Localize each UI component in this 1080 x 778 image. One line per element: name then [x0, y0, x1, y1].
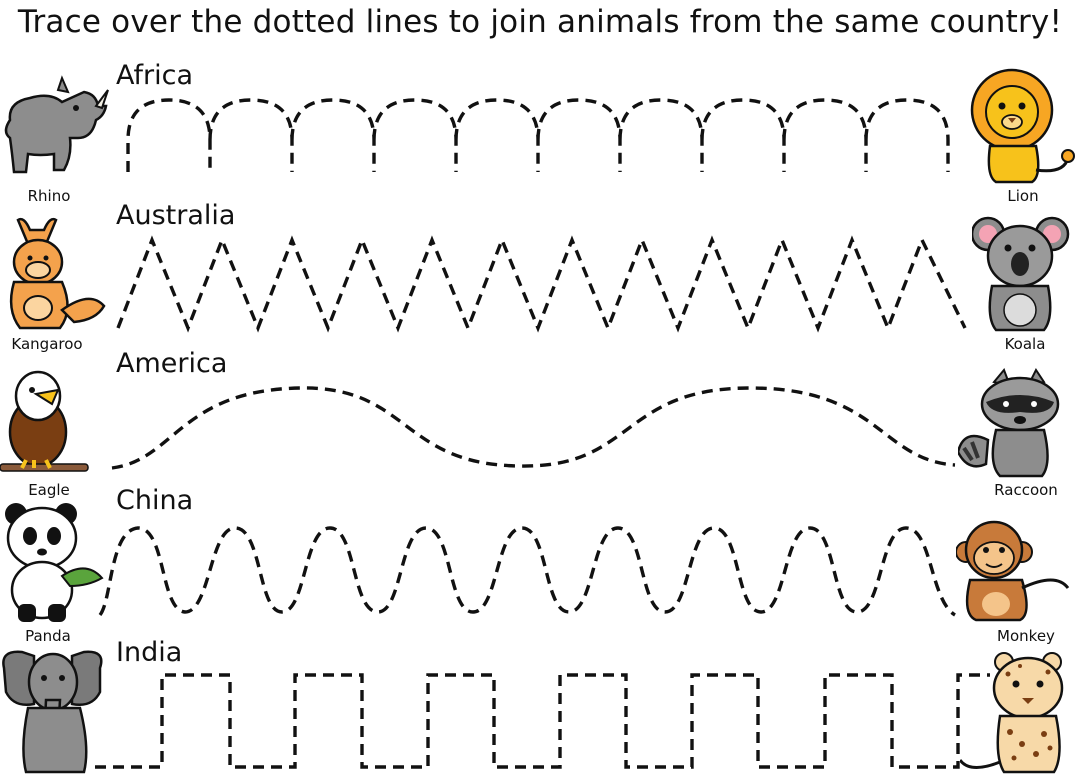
monkey-image — [956, 520, 1070, 622]
animal-label-rhino: Rhino — [27, 187, 71, 205]
elephant-image — [2, 650, 103, 774]
animal-label-panda: Panda — [25, 627, 71, 645]
animal-label-monkey: Monkey — [997, 627, 1055, 645]
trace-path-china[interactable] — [98, 526, 957, 617]
kangaroo-image — [9, 217, 106, 330]
trace-path-africa[interactable] — [126, 98, 950, 172]
animal-label-eagle: Eagle — [28, 481, 70, 499]
rhino-image — [4, 75, 109, 174]
animal-label-kangaroo: Kangaroo — [11, 335, 83, 353]
eagle-image — [0, 370, 89, 472]
koala-image — [972, 216, 1070, 332]
worksheet-title: Trace over the dotted lines to join anim… — [17, 4, 1063, 40]
trace-path-india[interactable] — [95, 673, 990, 769]
trace-path-australia[interactable] — [116, 235, 967, 333]
animal-label-raccoon: Raccoon — [994, 481, 1058, 499]
row-label-africa: Africa — [116, 60, 194, 91]
panda-image — [5, 503, 104, 622]
row-label-australia: Australia — [116, 200, 236, 231]
trace-path-america[interactable] — [111, 386, 956, 470]
row-label-china: China — [116, 485, 194, 516]
raccoon-image — [958, 368, 1060, 478]
animal-label-koala: Koala — [1004, 335, 1046, 353]
animal-label-lion: Lion — [1007, 187, 1039, 205]
row-label-india: India — [116, 637, 183, 668]
row-label-america: America — [116, 348, 228, 379]
lion-image — [970, 68, 1075, 184]
leopard-image — [960, 652, 1064, 774]
